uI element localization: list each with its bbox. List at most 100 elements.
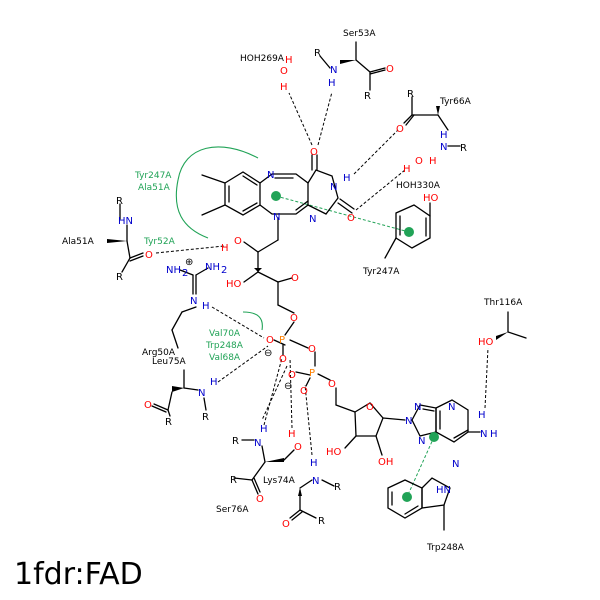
atom-r-ala51a-1: R xyxy=(116,196,123,207)
hbond-lys74-phosphate xyxy=(304,384,313,456)
label-hoh269a: HOH269A xyxy=(240,54,285,64)
atom-r-ser76a-1: R xyxy=(232,436,239,447)
atom-r-ala51a-2: R xyxy=(116,272,123,283)
atom-r-ser53a-1: R xyxy=(314,48,321,59)
atom-n-adenine-3: N xyxy=(418,436,425,447)
isoalloxazine-rings xyxy=(201,154,355,216)
atom-nh2-arg50a-2: NH xyxy=(205,262,220,273)
methyl-7 xyxy=(201,174,226,184)
atom-r-ser53a-2: R xyxy=(364,91,371,102)
atom-o-ribityl-4: O xyxy=(291,273,299,284)
atom-hn-ala51a: HN xyxy=(118,216,133,227)
hbond-adenine-nh xyxy=(261,365,288,421)
atom-charge-arg50a: ⊕ xyxy=(185,257,193,268)
hbond-ser76o-phosphate xyxy=(289,357,293,429)
atom-o-p1-b: O xyxy=(279,354,287,365)
residue-tyr247a: Tyr247A xyxy=(362,202,431,277)
residue-ser53a: Ser53A xyxy=(319,29,386,91)
atom-n-lys74a: N xyxy=(312,476,319,487)
water-molecules: HOH269A HOH330A xyxy=(240,54,441,191)
residue-ser76a: Ser76A xyxy=(216,439,295,515)
atom-o-ala51a: O xyxy=(145,250,153,261)
atom-o-bridge: O xyxy=(308,344,316,355)
label-trp248a: Trp248A xyxy=(426,543,465,553)
atom-o-ser53a: O xyxy=(386,64,394,75)
atom-o-ribose-ring: O xyxy=(366,402,374,413)
hbond-o2-hoh330 xyxy=(355,169,406,211)
ribityl-chain xyxy=(243,217,295,314)
trp248a-pyrrole-ring xyxy=(421,477,451,509)
ribose-ring xyxy=(335,402,406,456)
atom-o-p2-a: O xyxy=(288,370,296,381)
atom-oh-ribose-3: OH xyxy=(378,457,393,468)
methyl-8 xyxy=(201,204,226,216)
atom-h-hoh269a-1: H xyxy=(285,55,293,66)
atom-o-ser76a: O xyxy=(256,494,264,505)
pyrophosphate xyxy=(273,321,337,406)
atom-h-ribityl-2: H xyxy=(221,243,229,254)
atom-o-flavin-2: O xyxy=(347,213,355,224)
atom-p-1: P xyxy=(279,335,285,346)
residue-thr116a: Thr116A xyxy=(483,298,527,340)
atom-h-hoh330a-1: H xyxy=(403,164,411,175)
atom-n-flavin-10: N xyxy=(273,212,280,223)
atom-h-lys74a: H xyxy=(310,458,318,469)
atom-o-p2-b: O xyxy=(300,386,308,397)
ring-centroids xyxy=(271,191,439,502)
hydrophobic-label-val68a: Val68A xyxy=(209,353,241,363)
atom-n-flavin-3: N xyxy=(330,182,337,193)
atom-h-tyr66a: H xyxy=(440,130,448,141)
residue-lys74a: Lys74A xyxy=(263,476,335,521)
atom-r-leu75a-2: R xyxy=(165,417,172,428)
atom-n-adenine-6: N xyxy=(452,459,459,470)
atom-o-ribityl-5: O xyxy=(290,313,298,324)
atom-o-hoh330a: O xyxy=(415,156,423,167)
hbond-o-ala51 xyxy=(155,245,225,254)
residue-tyr66a: Tyr66A xyxy=(403,96,472,147)
hbond-ser76n-phosphate xyxy=(263,357,283,426)
atom-n-leu75a: N xyxy=(198,388,205,399)
pyrimidine-ring xyxy=(307,169,339,215)
hydrophobic-contacts: Tyr247A Ala51A Tyr52A Val70A Trp248A Val… xyxy=(134,146,263,363)
residue-ala51a: Ala51A xyxy=(62,203,144,273)
atom-r-ser76a-2: R xyxy=(230,475,237,486)
hydrophobic-label-tyr52a: Tyr52A xyxy=(143,237,176,247)
atom-o-flavin-4: O xyxy=(310,147,318,158)
atom-charge-p2: ⊖ xyxy=(284,381,292,392)
residue-trp248a: Trp248A xyxy=(387,477,465,553)
atom-r-lys74a-1: R xyxy=(334,482,341,493)
atom-h-adenine-amine-1: H xyxy=(478,410,486,421)
atom-nh2-arg50a-2-sub: 2 xyxy=(221,265,227,276)
atom-o-tyr66a: O xyxy=(396,124,404,135)
atom-o-lys74a: O xyxy=(282,519,290,530)
atom-o-p1-a: O xyxy=(266,335,274,346)
hydrophobic-label-trp248a: Trp248A xyxy=(205,341,244,351)
hydrophobic-label-ala51a: Ala51A xyxy=(138,183,171,193)
pi-interactions xyxy=(275,195,435,498)
atom-h-hoh269a-2: H xyxy=(280,82,288,93)
label-ala51a: Ala51A xyxy=(62,237,95,247)
atom-o-ribityl-2: O xyxy=(234,236,242,247)
atom-n-flavin-5: N xyxy=(267,170,274,181)
pi-flavin-tyr247 xyxy=(275,195,410,233)
atom-o-leu75a: O xyxy=(144,400,152,411)
atom-charge-p1: ⊖ xyxy=(264,348,272,359)
atom-r-tyr66a-1: R xyxy=(407,89,414,100)
label-arg50a: Arg50A xyxy=(142,348,176,358)
hydrophobic-label-val70a: Val70A xyxy=(209,329,241,339)
atom-h-adenine-amine-2: H xyxy=(490,429,498,440)
pyrazine-ring xyxy=(259,173,309,215)
atom-ho-ribityl-3: HO xyxy=(226,279,242,290)
adenine-rings xyxy=(411,399,481,443)
atom-h-ser53a: H xyxy=(328,78,336,89)
label-tyr66a: Tyr66A xyxy=(439,97,472,107)
label-tyr247a: Tyr247A xyxy=(362,267,400,277)
atom-n-flavin-1: N xyxy=(309,214,316,225)
pi-adenine-trp248 xyxy=(406,436,435,498)
hbond-leu75-phosphate xyxy=(217,345,269,383)
atom-ho-thr116a: HO xyxy=(478,337,494,348)
atom-n-ser53a: N xyxy=(330,65,337,76)
hbond-thr116-adenine xyxy=(484,347,489,409)
atom-nh2-arg50a-1: NH xyxy=(166,265,181,276)
